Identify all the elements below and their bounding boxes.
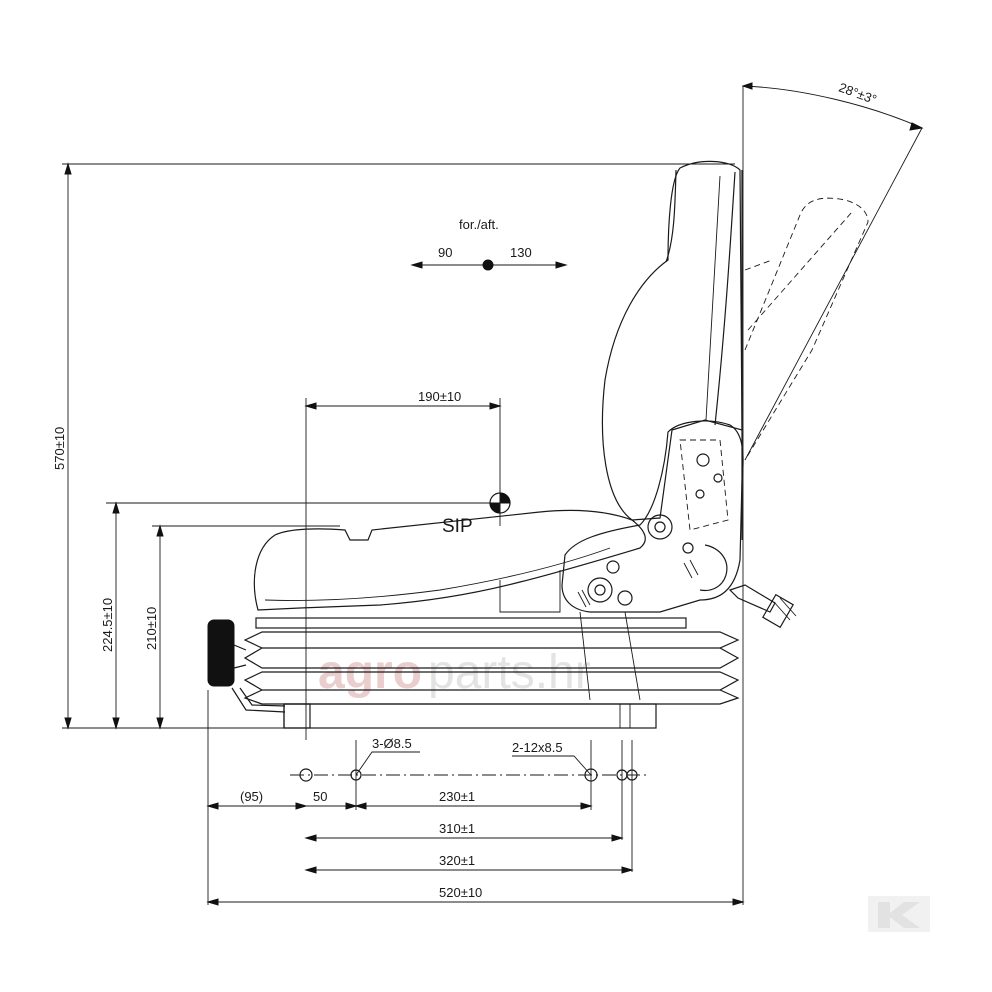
- fore-aft-label: for./aft.: [459, 217, 499, 232]
- hinge-mechanism: [561, 420, 744, 613]
- total-height-label: 570±10: [52, 427, 67, 470]
- dim-230-label: 230±1: [439, 789, 475, 804]
- reclined-backrest-outline: [744, 197, 869, 461]
- dim-310-label: 310±1: [439, 821, 475, 836]
- recline-lever: [728, 584, 797, 629]
- brand-logo: [868, 896, 930, 932]
- suspension-bellows: [207, 611, 740, 729]
- dimension-lines: [62, 82, 924, 906]
- aft-value: 130: [510, 245, 532, 260]
- sip-distance-label: 190±10: [418, 389, 461, 404]
- dim-520-label: 520±10: [439, 885, 482, 900]
- sip-height-label: 224.5±10: [100, 598, 115, 652]
- holes-slot-label: 2-12x8.5: [512, 740, 563, 755]
- dimension-labels: 28°±3° for./aft. 90 130 190±10 SIP 570±1…: [52, 80, 879, 900]
- cushion-height-label: 210±10: [144, 607, 159, 650]
- dim-95-label: (95): [240, 789, 263, 804]
- sip-label: SIP: [442, 516, 473, 537]
- seat-cushion: [253, 509, 646, 613]
- recline-angle-label: 28°±3°: [837, 80, 879, 108]
- fore-value: 90: [438, 245, 452, 260]
- holes-round-label: 3-Ø8.5: [372, 736, 412, 751]
- dim-50-label: 50: [313, 789, 327, 804]
- backrest: [601, 160, 743, 540]
- dim-320-label: 320±1: [439, 853, 475, 868]
